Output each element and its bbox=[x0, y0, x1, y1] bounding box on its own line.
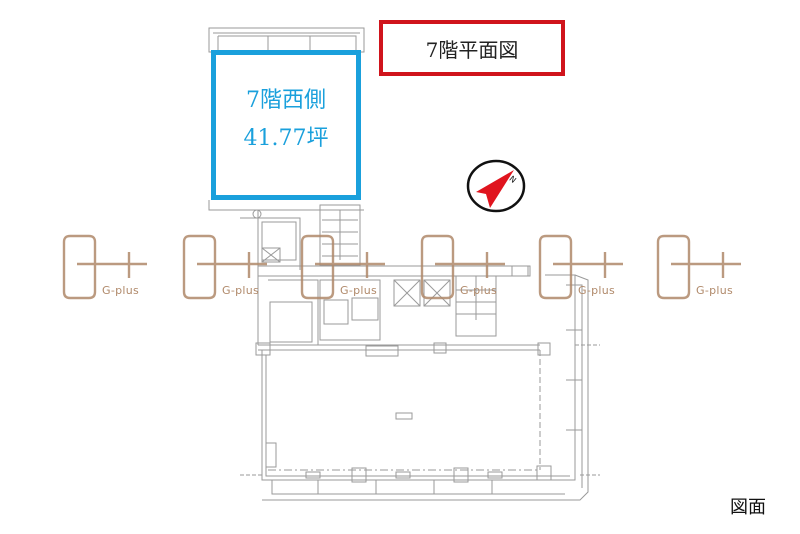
watermark-text: G-plus bbox=[460, 284, 498, 297]
gplus-logo-icon bbox=[300, 234, 385, 300]
gplus-watermark: G-plus bbox=[538, 234, 628, 300]
watermark-text: G-plus bbox=[222, 284, 260, 297]
area-size: 41.77坪 bbox=[243, 126, 329, 151]
area-name: 7階西側 bbox=[246, 88, 326, 113]
gplus-watermark: G-plus bbox=[300, 234, 390, 300]
gplus-logo-icon bbox=[538, 234, 623, 300]
west-side-area-highlight: 7階西側 41.77坪 bbox=[211, 50, 361, 200]
floor-plan-title: 7階平面図 bbox=[379, 20, 565, 76]
watermark-text: G-plus bbox=[340, 284, 378, 297]
watermark-text: G-plus bbox=[102, 284, 140, 297]
gplus-watermark: G-plus bbox=[182, 234, 272, 300]
gplus-watermark: G-plus bbox=[420, 234, 510, 300]
gplus-logo-icon bbox=[656, 234, 741, 300]
gplus-logo-icon bbox=[420, 234, 505, 300]
watermark-text: G-plus bbox=[578, 284, 616, 297]
north-compass-icon: N bbox=[466, 159, 526, 213]
gplus-watermark: G-plus bbox=[656, 234, 746, 300]
watermark-text: G-plus bbox=[696, 284, 734, 297]
gplus-watermark: G-plus bbox=[62, 234, 152, 300]
gplus-logo-icon bbox=[182, 234, 267, 300]
title-text: 7階平面図 bbox=[425, 37, 519, 62]
drawing-caption: 図面 bbox=[730, 497, 766, 518]
gplus-logo-icon bbox=[62, 234, 147, 300]
compass-north-label: N bbox=[507, 174, 517, 185]
